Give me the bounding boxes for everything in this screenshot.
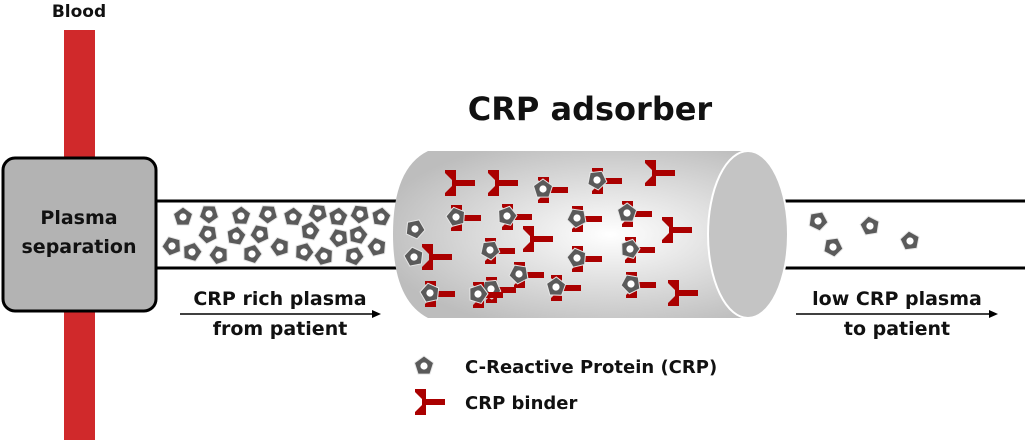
crp-icon [305,198,333,226]
crp-icon [159,231,187,259]
crp-icon [180,239,205,263]
separator-label-2: separation [22,236,137,258]
separator-label-1: Plasma [40,207,117,229]
page-title: CRP adsorber [468,90,713,128]
crp-icon [820,233,847,260]
crp-icon [805,207,832,233]
crp-icon [196,199,224,227]
crp-icon [857,212,884,239]
legend-crp-label: C-Reactive Protein (CRP) [465,357,717,378]
crp-icon [267,232,295,260]
crp-icon [414,355,434,375]
arrow-right-icon [989,310,998,318]
crp-icon [346,222,371,246]
crp-icon [239,241,265,266]
crp-icon [347,199,375,227]
arrow-right-icon [372,310,381,318]
crp-icon [247,219,275,247]
binder-icon [415,389,445,415]
crp-icon [255,199,283,227]
legend: C-Reactive Protein (CRP) CRP binder [414,355,717,415]
legend-binder-label: CRP binder [465,393,577,414]
crp-icon [326,223,354,251]
crp-icon [898,227,924,254]
outflow-label-2: to patient [844,318,950,340]
inflow-label-1: CRP rich plasma [193,288,366,310]
outflow-tube [780,199,1025,270]
blood-label: Blood [52,2,106,22]
outflow-label-1: low CRP plasma [812,288,982,310]
crp-icon [327,205,349,227]
plasma-separation-box: Plasma separation [1,156,158,313]
crp-icon [282,205,304,227]
crp-icon [206,240,234,268]
crp-icon [369,205,393,227]
crp-icon [224,224,248,247]
outflow-label: low CRP plasma to patient [796,288,998,340]
crp-icon [173,206,193,226]
crp-icon [291,238,317,264]
crp-icon [311,242,339,269]
crp-icon [341,242,368,268]
inflow-label-2: from patient [213,318,348,340]
inflow-tube [157,199,400,270]
crp-icon [364,233,391,260]
crp-icon [230,205,252,225]
inflow-label: CRP rich plasma from patient [180,288,381,340]
